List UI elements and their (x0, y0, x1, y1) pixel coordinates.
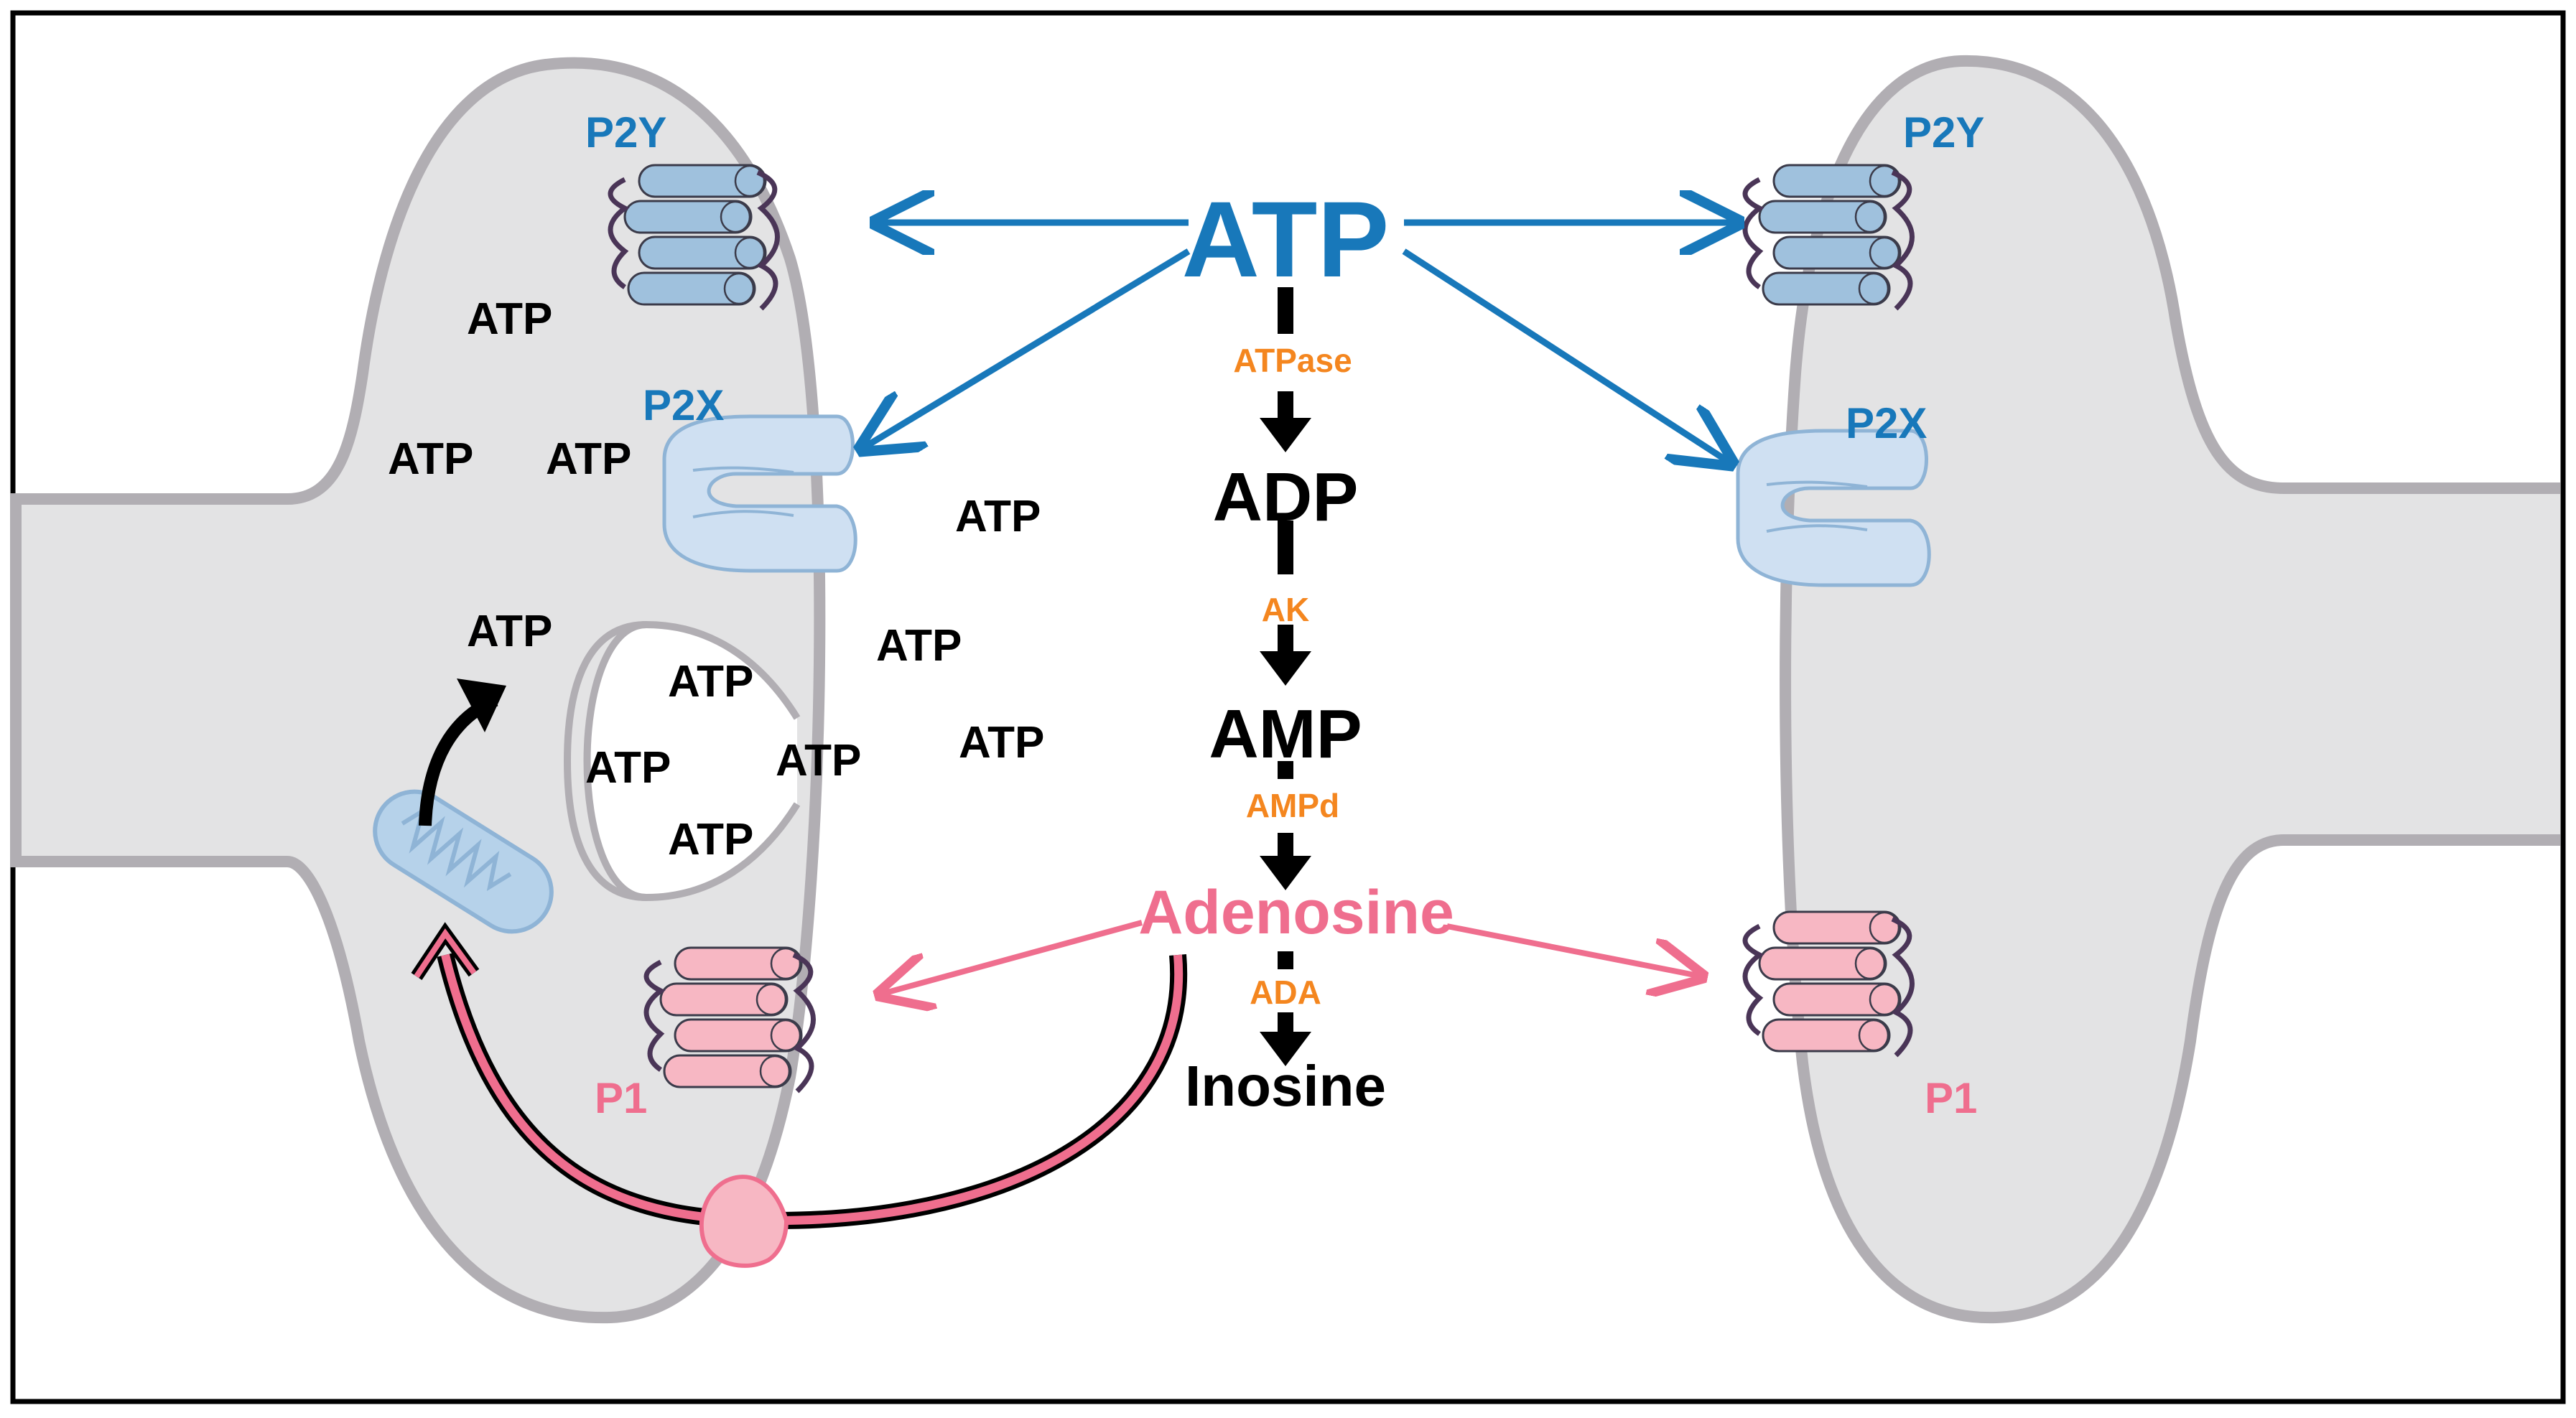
cleft-atp: ATP (959, 718, 1044, 768)
atpase-label: ATPase (1233, 342, 1352, 379)
p2y-receptor-left (608, 164, 780, 311)
cleft-atp: ATP (876, 621, 962, 671)
atp-main-label: ATP (1182, 179, 1390, 299)
postsynaptic-cell (1780, 55, 2560, 1324)
inosine-label: Inosine (1185, 1054, 1386, 1118)
arrow-atp-to-p2x-right (1402, 248, 1731, 463)
adenosine-arrows (880, 920, 1702, 994)
reuptake-arrowhead (414, 928, 477, 979)
vesicle-atp: ATP (668, 657, 753, 706)
arrow-adenosine-to-p1-right (1446, 923, 1702, 976)
cascade-arrows (1260, 287, 1311, 1066)
p2x-label-right: P2X (1846, 399, 1927, 447)
p1-label-left: P1 (595, 1074, 647, 1122)
presynaptic-terminal (10, 57, 826, 1324)
ampd-label: AMPd (1246, 787, 1339, 824)
p2y-receptor-right (1742, 164, 1915, 311)
presynaptic-atp: ATP (546, 434, 631, 484)
p2x-label-left: P2X (643, 381, 724, 429)
vesicle-atp: ATP (776, 736, 861, 785)
adp-label: ADP (1213, 459, 1359, 536)
vesicle-atp: ATP (668, 815, 753, 864)
atp-arrows (862, 223, 1738, 463)
transporter-icon (699, 1175, 789, 1268)
presynaptic-atp: ATP (467, 294, 552, 344)
ada-label: ADA (1250, 974, 1321, 1011)
ak-label: AK (1262, 591, 1309, 628)
p1-label-right: P1 (1925, 1074, 1977, 1122)
adenosine-label: Adenosine (1138, 878, 1454, 947)
synaptic-vesicle (583, 620, 801, 902)
cleft-atp: ATP (955, 492, 1041, 541)
vesicle-membrane (563, 621, 647, 901)
p1-receptor-left (643, 946, 816, 1093)
p2y-label-right: P2Y (1903, 108, 1984, 157)
presynaptic-atp: ATP (388, 434, 473, 484)
mitochondrion-icon (373, 789, 554, 934)
vesicle-atp: ATP (585, 743, 671, 793)
p2x-receptor-left (662, 414, 857, 573)
p2x-receptor-right (1736, 429, 1931, 587)
p1-receptor-right (1742, 910, 1915, 1058)
arrow-atp-to-p2x-left (862, 248, 1191, 449)
arrow-adenosine-to-p1-left (880, 920, 1143, 994)
atp-synthesis-arrowhead (457, 678, 506, 732)
amp-label: AMP (1209, 696, 1362, 773)
p2y-label-left: P2Y (585, 108, 666, 157)
presynaptic-atp: ATP (467, 607, 552, 656)
